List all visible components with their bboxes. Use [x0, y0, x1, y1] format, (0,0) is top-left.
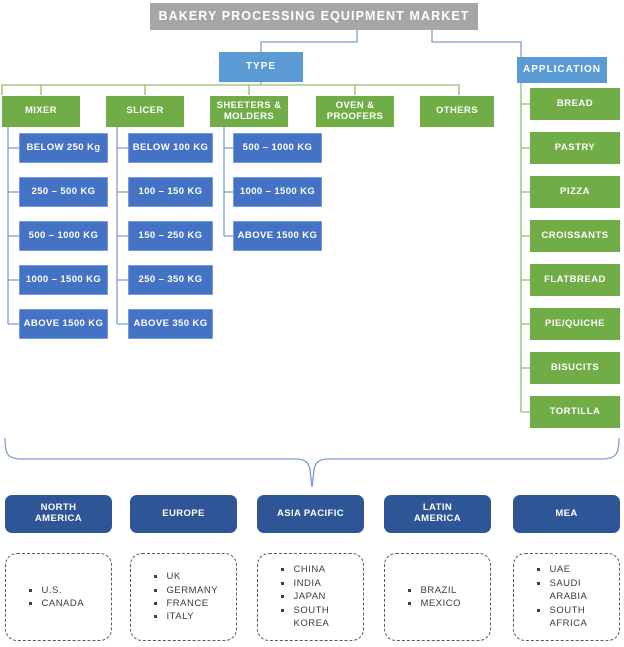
application-tortilla: TORTILLA	[530, 396, 620, 428]
category-mixer: MIXER	[2, 96, 80, 127]
segment-slicer-0: BELOW 100 KG	[128, 133, 213, 163]
region-countries-europe: UK GERMANY FRANCE ITALY	[130, 553, 237, 641]
segment-slicer-1: 100 – 150 KG	[128, 177, 213, 207]
country-item: GERMANY	[153, 584, 218, 597]
segment-mixer-0: BELOW 250 Kg	[19, 133, 108, 163]
region-countries-mea: UAE SAUDI ARABIA SOUTH AFRICA	[513, 553, 620, 641]
branch-application: APPLICATION	[517, 57, 607, 83]
application-flatbread: FLATBREAD	[530, 264, 620, 296]
country-item: U.S.	[28, 584, 90, 597]
country-item: JAPAN	[280, 590, 342, 603]
application-pizza: PIZZA	[530, 176, 620, 208]
region-header-asia-pacific: ASIA PACIFIC	[257, 495, 364, 533]
brace	[4, 437, 620, 488]
application-pie-quiche: PIE/QUICHE	[530, 308, 620, 340]
country-item: INDIA	[280, 577, 342, 590]
category-others: OTHERS	[420, 96, 494, 127]
branch-type: TYPE	[219, 52, 303, 82]
region-header-latin-america: LATIN AMERICA	[384, 495, 491, 533]
country-item: SAUDI ARABIA	[536, 577, 598, 604]
country-item: ITALY	[153, 610, 215, 623]
country-item: SOUTH KOREA	[280, 604, 342, 631]
category-slicer: SLICER	[106, 96, 184, 127]
application-pastry: PASTRY	[530, 132, 620, 164]
segment-mixer-4: ABOVE 1500 KG	[19, 309, 108, 339]
country-item: UAE	[536, 563, 598, 576]
application-biscuits: BISUCITS	[530, 352, 620, 384]
region-header-europe: EUROPE	[130, 495, 237, 533]
category-sheeters-molders: SHEETERS & MOLDERS	[210, 96, 288, 127]
country-item: CANADA	[28, 597, 90, 610]
country-item: BRAZIL	[407, 584, 469, 597]
application-bread: BREAD	[530, 88, 620, 120]
segment-mixer-2: 500 – 1000 KG	[19, 221, 108, 251]
region-header-north-america: NORTH AMERICA	[5, 495, 112, 533]
segment-sheeters-0: 500 – 1000 KG	[233, 133, 322, 163]
diagram-title: BAKERY PROCESSING EQUIPMENT MARKET	[150, 3, 478, 30]
segment-mixer-3: 1000 – 1500 KG	[19, 265, 108, 295]
segment-slicer-3: 250 – 350 KG	[128, 265, 213, 295]
country-item: UK	[153, 570, 215, 583]
category-oven-proofers: OVEN & PROOFERS	[316, 96, 394, 127]
region-countries-asia-pacific: CHINA INDIA JAPAN SOUTH KOREA	[257, 553, 364, 641]
region-countries-north-america: U.S. CANADA	[5, 553, 112, 641]
region-header-mea: MEA	[513, 495, 620, 533]
country-item: CHINA	[280, 563, 342, 576]
segment-slicer-2: 150 – 250 KG	[128, 221, 213, 251]
country-item: SOUTH AFRICA	[536, 604, 598, 631]
segment-mixer-1: 250 – 500 KG	[19, 177, 108, 207]
segment-slicer-4: ABOVE 350 KG	[128, 309, 213, 339]
country-item: MEXICO	[407, 597, 469, 610]
segment-sheeters-1: 1000 – 1500 KG	[233, 177, 322, 207]
application-croissants: CROISSANTS	[530, 220, 620, 252]
region-countries-latin-america: BRAZIL MEXICO	[384, 553, 491, 641]
country-item: FRANCE	[153, 597, 215, 610]
segment-sheeters-2: ABOVE 1500 KG	[233, 221, 322, 251]
